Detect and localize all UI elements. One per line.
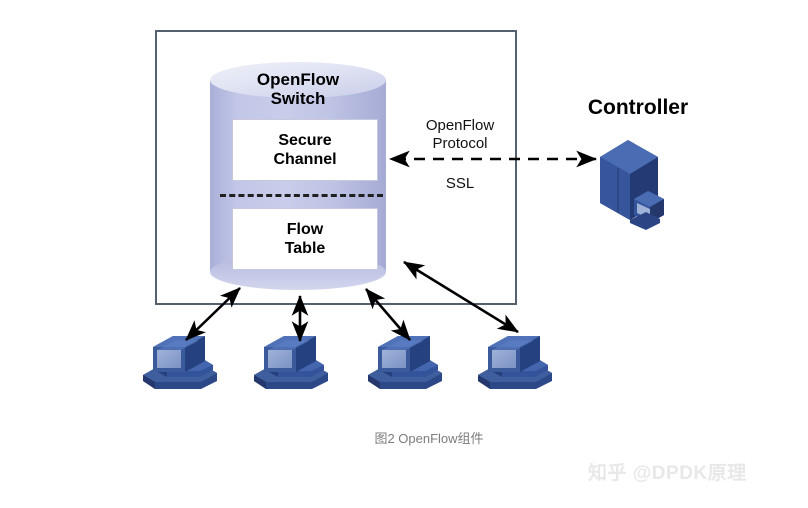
host-workstation-4 bbox=[478, 336, 552, 389]
secure-channel-box: Secure Channel bbox=[232, 119, 378, 181]
controller-label: Controller bbox=[587, 96, 689, 119]
host-workstation-2 bbox=[254, 336, 328, 389]
host-workstation-3 bbox=[368, 336, 442, 389]
switch-boundary-rectangle bbox=[155, 30, 517, 305]
flow-table-box: Flow Table bbox=[232, 208, 378, 270]
switch-internal-divider bbox=[220, 194, 383, 197]
figure-caption: 图2 OpenFlow组件 bbox=[374, 431, 484, 446]
cylinder-top-ellipse bbox=[210, 62, 386, 98]
ssl-label: SSL bbox=[445, 175, 475, 192]
controller-icon bbox=[599, 139, 665, 231]
openflow-protocol-label: OpenFlow Protocol bbox=[425, 117, 495, 152]
host-workstation-1 bbox=[143, 336, 217, 389]
source-watermark: 知乎 @DPDK原理 bbox=[588, 463, 747, 484]
switch-title: OpenFlow Switch bbox=[256, 70, 340, 108]
